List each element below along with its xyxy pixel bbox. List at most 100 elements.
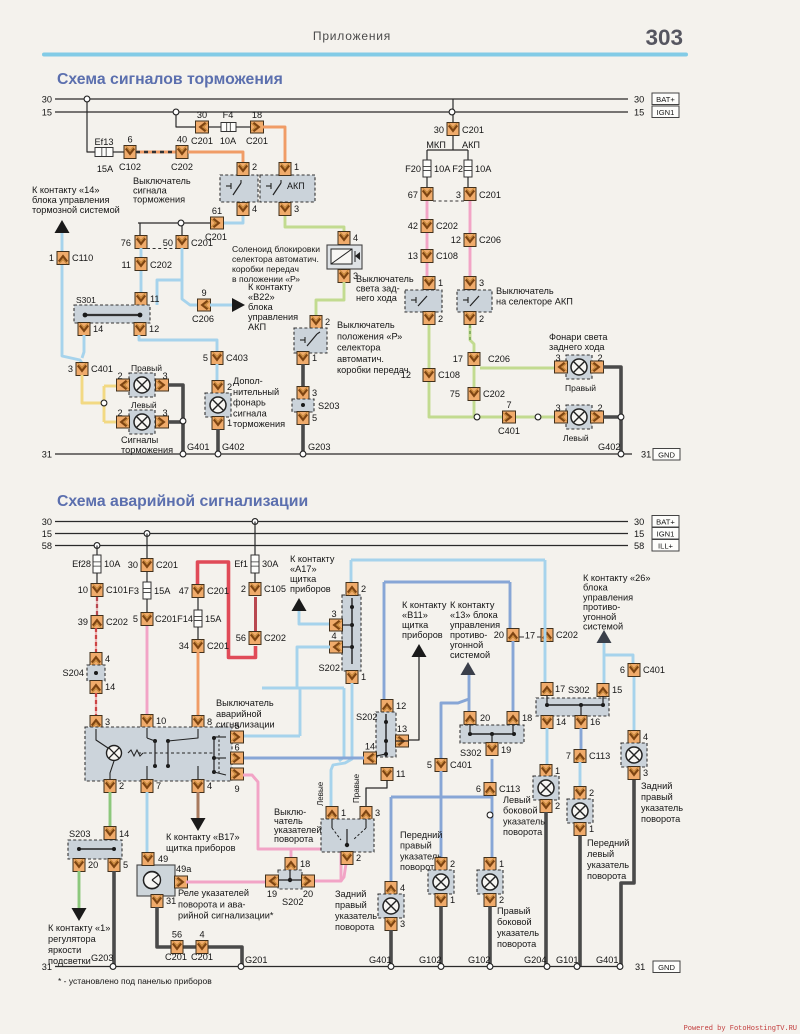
svg-text:15: 15 — [634, 529, 644, 539]
svg-text:BAT+: BAT+ — [656, 517, 675, 526]
svg-text:2: 2 — [252, 162, 257, 172]
svg-text:фонарь: фонарь — [233, 398, 266, 408]
svg-text:Выключатель: Выключатель — [356, 274, 414, 284]
svg-text:Powered by FotoHostingTV.RU: Powered by FotoHostingTV.RU — [684, 1025, 797, 1033]
svg-text:«13» блока: «13» блока — [450, 610, 499, 620]
svg-text:G401: G401 — [369, 955, 391, 965]
svg-text:C105: C105 — [264, 584, 286, 594]
svg-text:Фонари света: Фонари света — [549, 332, 608, 342]
svg-text:Выклю-: Выклю- — [274, 807, 306, 817]
svg-text:в положении «Р»: в положении «Р» — [232, 274, 300, 284]
svg-text:блока: блока — [248, 302, 274, 312]
svg-text:2: 2 — [450, 859, 455, 869]
svg-text:303: 303 — [645, 25, 683, 50]
svg-text:системой: системой — [583, 622, 623, 632]
svg-text:34: 34 — [179, 641, 189, 651]
svg-text:селектора: селектора — [337, 343, 381, 353]
svg-text:Ef13: Ef13 — [95, 137, 114, 147]
svg-text:2: 2 — [479, 314, 484, 324]
svg-text:К контакту «В17»: К контакту «В17» — [166, 832, 240, 842]
svg-text:C202: C202 — [106, 617, 128, 627]
svg-text:* - установлено под панелью пр: * - установлено под панелью приборов — [58, 976, 212, 986]
svg-text:2: 2 — [117, 408, 122, 418]
svg-text:поворота: поворота — [587, 871, 627, 881]
svg-text:1: 1 — [341, 808, 346, 818]
svg-text:47: 47 — [179, 586, 189, 596]
svg-text:указатель: указатель — [400, 851, 442, 861]
svg-text:управления: управления — [450, 620, 500, 630]
svg-text:5: 5 — [234, 721, 239, 731]
svg-text:76: 76 — [121, 238, 131, 248]
svg-text:заднего хода: заднего хода — [549, 342, 605, 352]
svg-text:C201: C201 — [207, 586, 229, 596]
svg-text:10A: 10A — [104, 559, 121, 569]
svg-text:Задний: Задний — [335, 889, 366, 899]
svg-text:поворота: поворота — [641, 814, 681, 824]
svg-text:3: 3 — [555, 353, 560, 363]
svg-text:ILL+: ILL+ — [658, 541, 674, 550]
svg-text:C201: C201 — [156, 560, 178, 570]
svg-text:C110: C110 — [72, 253, 93, 263]
svg-text:правый: правый — [641, 792, 673, 802]
svg-text:S202: S202 — [319, 663, 340, 673]
svg-text:блока: блока — [583, 583, 609, 593]
svg-text:30: 30 — [634, 517, 644, 527]
svg-text:12: 12 — [396, 701, 406, 711]
svg-text:20: 20 — [303, 889, 313, 899]
svg-text:19: 19 — [267, 889, 277, 899]
svg-text:щитка: щитка — [402, 620, 429, 630]
svg-text:G102: G102 — [419, 955, 441, 965]
svg-text:18: 18 — [300, 859, 310, 869]
svg-text:4: 4 — [207, 781, 212, 791]
svg-text:58: 58 — [634, 541, 644, 551]
svg-text:15: 15 — [612, 685, 622, 695]
svg-text:7: 7 — [506, 400, 511, 410]
svg-text:14: 14 — [556, 717, 566, 727]
svg-text:C113: C113 — [589, 751, 610, 761]
svg-text:31: 31 — [166, 896, 176, 906]
svg-text:1: 1 — [555, 766, 560, 776]
svg-text:АКП: АКП — [287, 181, 305, 191]
svg-text:К контакту «14»: К контакту «14» — [32, 185, 99, 195]
svg-text:C201: C201 — [205, 232, 227, 242]
svg-text:18: 18 — [522, 713, 532, 723]
svg-text:G102: G102 — [468, 955, 490, 965]
svg-text:АКП: АКП — [462, 140, 480, 150]
svg-text:3: 3 — [375, 808, 380, 818]
svg-text:30: 30 — [42, 517, 52, 527]
svg-text:C202: C202 — [150, 260, 172, 270]
svg-text:C113: C113 — [499, 784, 520, 794]
svg-text:16: 16 — [590, 717, 600, 727]
svg-text:30A: 30A — [262, 559, 279, 569]
svg-text:АКП: АКП — [248, 322, 266, 332]
svg-text:противо-: противо- — [583, 602, 620, 612]
svg-text:10: 10 — [78, 585, 88, 595]
svg-text:C201: C201 — [207, 641, 229, 651]
svg-text:на селекторе АКП: на селекторе АКП — [496, 297, 573, 307]
svg-text:G101: G101 — [556, 955, 578, 965]
svg-text:«А17»: «А17» — [290, 564, 317, 574]
svg-text:сигнала: сигнала — [233, 408, 268, 418]
svg-text:поворота: поворота — [497, 939, 537, 949]
svg-text:Выключатель: Выключатель — [496, 286, 554, 296]
svg-text:15A: 15A — [154, 586, 171, 596]
svg-text:Передний: Передний — [587, 838, 629, 848]
svg-text:S301: S301 — [76, 295, 96, 305]
svg-text:14: 14 — [119, 829, 129, 839]
svg-text:К контакту: К контакту — [248, 282, 293, 292]
svg-text:9: 9 — [234, 784, 239, 794]
svg-text:1: 1 — [589, 824, 594, 834]
svg-text:58: 58 — [42, 541, 52, 551]
svg-text:поворота: поворота — [274, 834, 314, 844]
svg-text:56: 56 — [172, 930, 182, 940]
svg-text:12: 12 — [451, 235, 461, 245]
svg-text:сигнализации: сигнализации — [216, 720, 275, 730]
svg-text:20: 20 — [88, 860, 98, 870]
svg-text:42: 42 — [408, 221, 418, 231]
svg-text:указатель: указатель — [641, 803, 683, 813]
svg-text:3: 3 — [456, 190, 461, 200]
svg-text:S204: S204 — [63, 668, 84, 678]
svg-text:C206: C206 — [479, 235, 501, 245]
svg-text:S302: S302 — [460, 748, 481, 758]
svg-text:10A: 10A — [220, 136, 237, 146]
